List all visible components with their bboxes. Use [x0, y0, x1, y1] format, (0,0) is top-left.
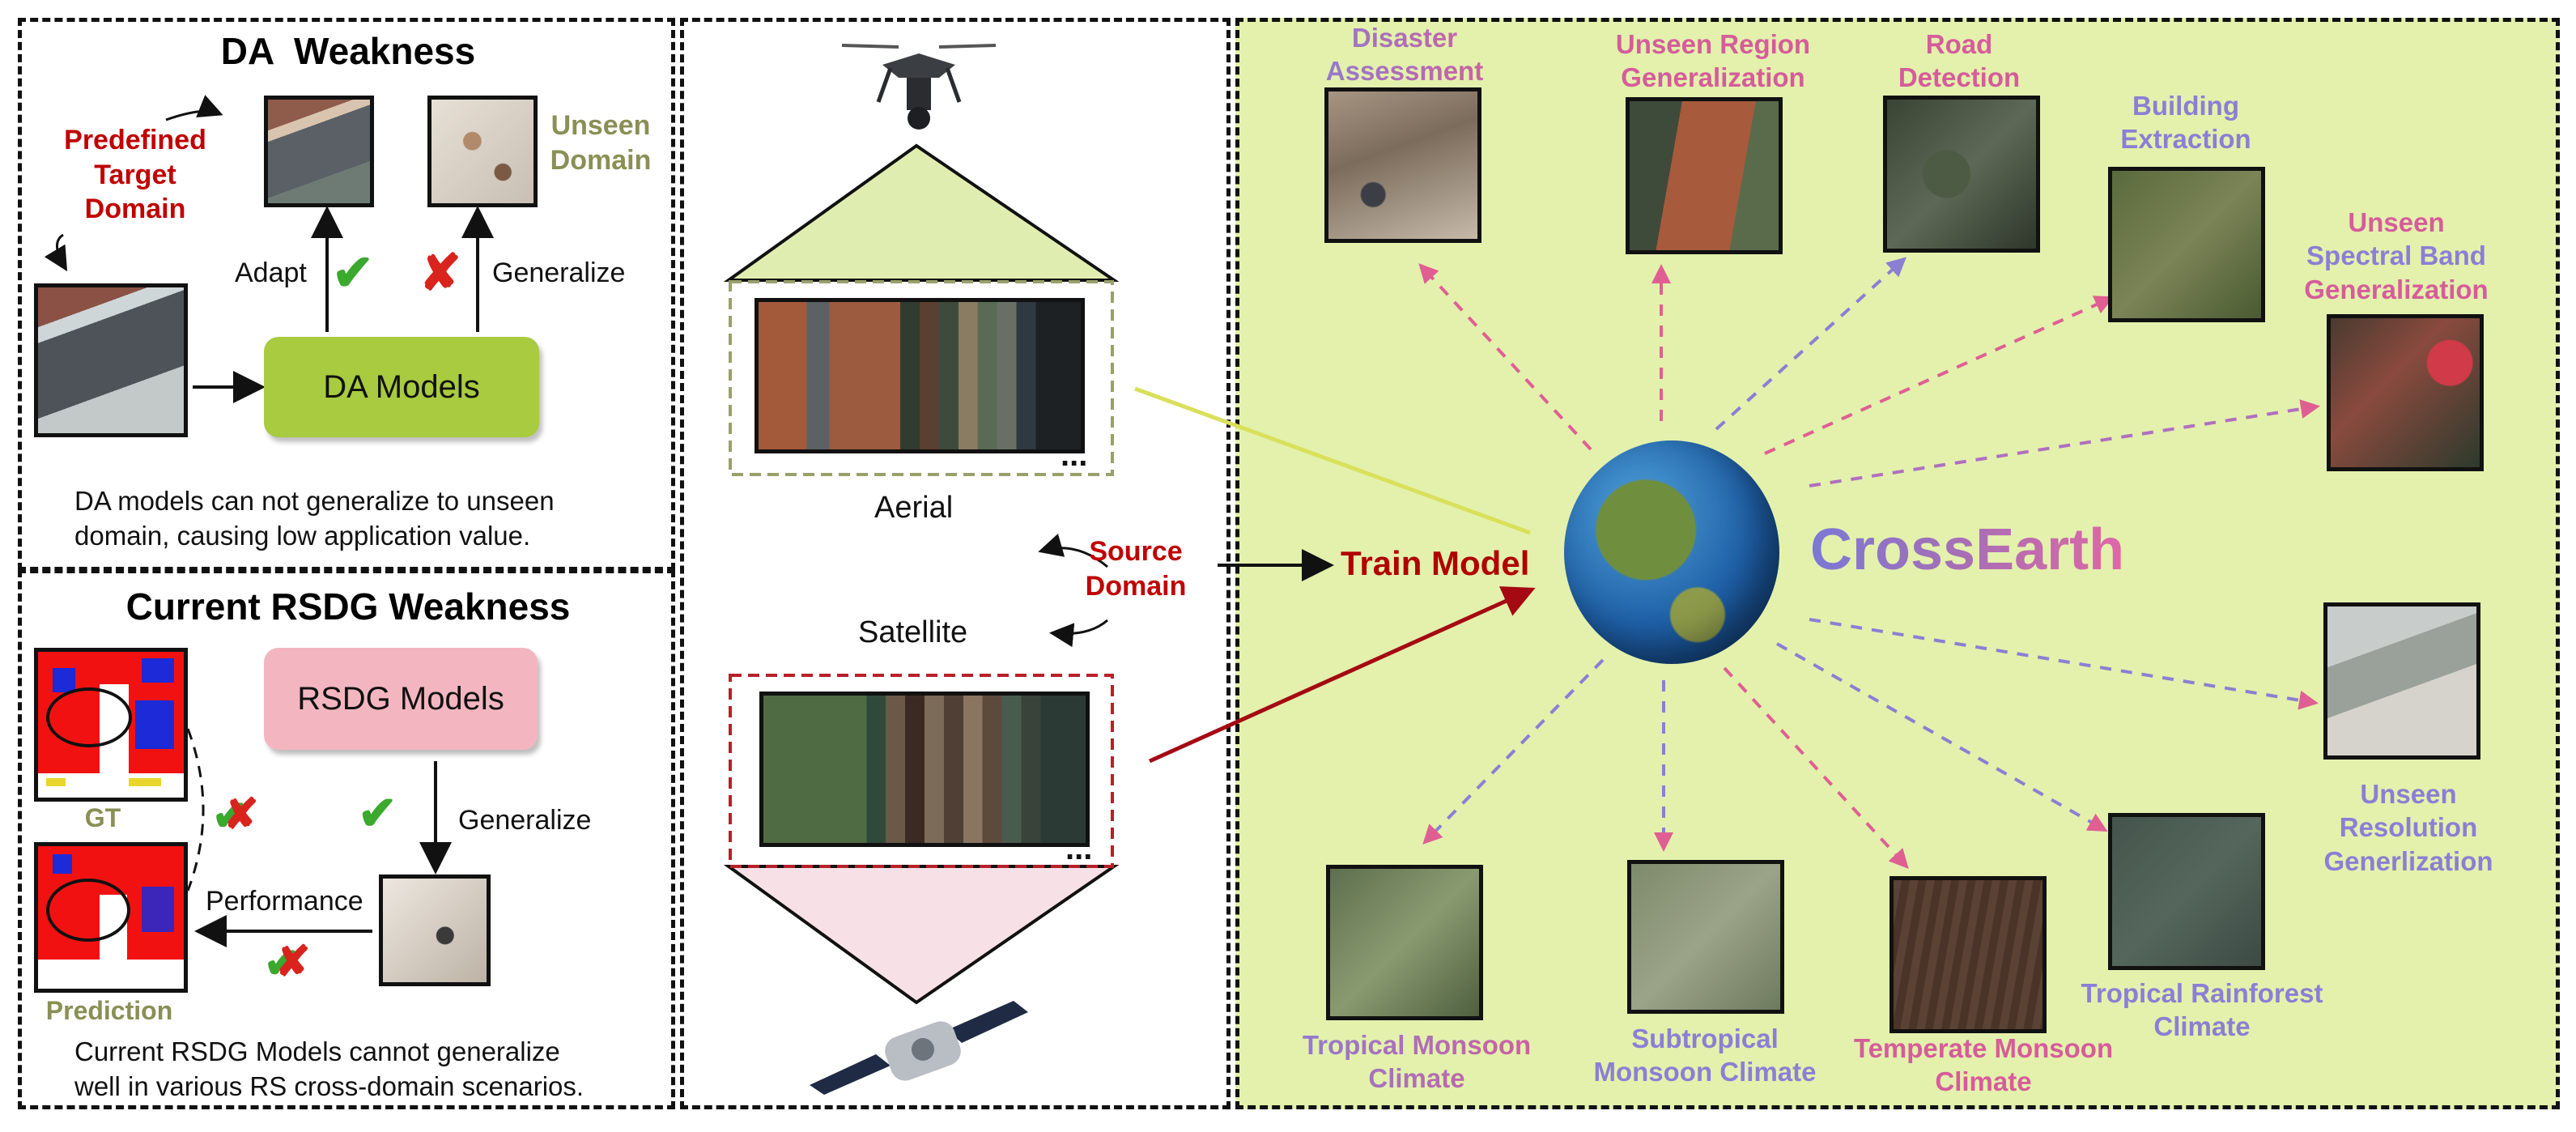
arrow-temperate [1723, 666, 1909, 869]
generalize-label: Generalize [492, 257, 626, 288]
task-label-temperate: Temperate Monsoon Climate [1853, 1033, 2114, 1097]
check-cross-icon: ✔✘ [264, 938, 311, 987]
rainforest-image [2108, 813, 2265, 970]
satellite-pyramid [723, 865, 1120, 1005]
cross-icon: ✘ [419, 245, 461, 301]
prediction-label: Prediction [45, 996, 173, 1025]
unseen-domain-label: Unseen Domain [550, 110, 652, 176]
satellite-icon [801, 998, 1036, 1095]
check-icon: ✔ [332, 245, 374, 301]
prediction-image [34, 842, 188, 993]
arrow-disaster [1418, 263, 1592, 451]
arrow-resolution [1809, 618, 2319, 710]
task-label-region: Unseen Region Generalization [1615, 29, 1811, 93]
predefined-target-label: Predefined Target Domain [64, 125, 206, 224]
arrow-tropical-monsoon [1422, 658, 1605, 845]
dashed-bracket [186, 728, 205, 892]
satellite-ellipsis: ... [1065, 831, 1093, 866]
adapt-label: Adapt [235, 257, 307, 288]
resolution-image [2323, 602, 2480, 760]
arrow-building [1764, 296, 2115, 455]
rsdg-note: Current RSDG Models cannot generalize we… [74, 1036, 584, 1101]
rsdg-models-button[interactable]: RSDG Models [264, 648, 538, 750]
task-label-rainforest: Tropical Rainforest Climate [2081, 978, 2323, 1042]
arrow-rainforest [1776, 642, 2108, 832]
satellite-image-stack [759, 692, 1090, 847]
curve-arrow-down [44, 233, 68, 272]
da-weakness-panel [18, 18, 675, 571]
road-image [1883, 96, 2040, 253]
satellite-label: Satellite [858, 615, 968, 649]
subtropical-image [1627, 860, 1784, 1014]
performance-label: Performance [206, 886, 363, 917]
da-note: DA models can not generalize to unseen d… [74, 486, 555, 551]
source-domain-label: Source Domain [1085, 536, 1187, 602]
target-domain-image [264, 96, 374, 207]
spectral-image [2327, 314, 2484, 471]
task-label-subtropical: Subtropical Monsoon Climate [1593, 1023, 1817, 1087]
arrow-spectral [1809, 399, 2320, 487]
rsdg-generalize-label: Generalize [458, 805, 592, 836]
unseen-domain-image [427, 96, 538, 207]
satellite-to-globe-line [1148, 586, 1536, 764]
gt-image [34, 648, 188, 802]
curve-arrow-source-down [1049, 619, 1108, 648]
task-label-spectral: Unseen Spectral Band Generalization [2283, 206, 2510, 306]
task-label-tropical-monsoon: Tropical Monsoon Climate [1271, 1028, 1562, 1096]
curve-arrow-target [165, 95, 223, 121]
globe-icon [1564, 440, 1779, 664]
task-label-building: Building Extraction [2120, 91, 2251, 155]
rsdg-weakness-panel [18, 569, 675, 1109]
task-label-disaster: Disaster Assessment [1295, 21, 1514, 88]
curve-arrow-source-up [1038, 533, 1108, 568]
rsdg-panel-title: Current RSDG Weakness [125, 585, 571, 628]
disaster-image [1324, 87, 1481, 243]
rsdg-unseen-image [379, 875, 491, 986]
building-image [2108, 167, 2265, 322]
tropical-monsoon-image [1326, 865, 1483, 1020]
crossearth-title: CrossEarth [1810, 517, 2125, 582]
check-icon: ✔ [358, 787, 397, 840]
train-model-label: Train Model [1341, 544, 1530, 582]
aerial-frame [729, 280, 1114, 476]
source-aerial-image [34, 283, 188, 437]
aerial-image-stack [755, 298, 1085, 453]
satellite-frame [729, 674, 1114, 868]
region-image [1626, 97, 1783, 254]
arrow-road [1715, 257, 1906, 431]
da-panel-title: DA Weakness [220, 30, 476, 72]
task-label-road: Road Detection [1898, 29, 2021, 93]
da-models-button[interactable]: DA Models [264, 337, 539, 437]
aerial-ellipsis: ... [1061, 437, 1088, 473]
check-cross-icon: ✔✘ [212, 791, 259, 840]
gt-label: GT [84, 803, 121, 832]
aerial-label: Aerial [874, 491, 954, 525]
task-label-resolution: Unseen Resolution Generlization [2323, 779, 2493, 876]
aerial-to-globe-line [1134, 386, 1531, 535]
temperate-image [1889, 876, 2047, 1033]
drone-icon [834, 29, 1004, 134]
aerial-pyramid [723, 143, 1120, 282]
